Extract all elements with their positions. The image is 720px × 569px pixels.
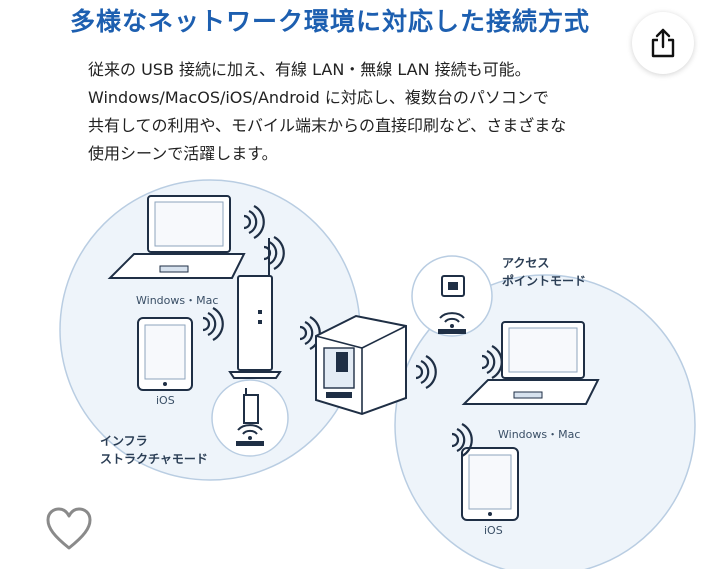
heart-icon <box>46 507 92 550</box>
right-tablet-label: iOS <box>484 524 503 537</box>
access-point-mode-label: アクセス ポイントモード <box>502 254 586 290</box>
description-line: 従来の USB 接続に加え、有線 LAN・無線 LAN 接続も可能。 <box>88 60 531 79</box>
access-point-mode-label-line: アクセス <box>502 256 550 270</box>
access-point-mode-badge <box>411 255 493 337</box>
description-line: 共有しての利用や、モバイル端末からの直接印刷など、さまざまな <box>88 116 567 135</box>
infrastructure-mode-badge <box>211 379 289 457</box>
favorite-button[interactable] <box>44 506 94 552</box>
right-tablet-icon <box>461 447 519 521</box>
infrastructure-mode-label: インフラ ストラクチャモード <box>100 432 208 468</box>
left-tablet-icon <box>137 317 193 391</box>
left-tablet-label: iOS <box>156 394 175 407</box>
share-button[interactable] <box>632 12 694 74</box>
access-point-mode-label-line: ポイントモード <box>502 274 587 288</box>
label-printer-icon <box>315 314 407 416</box>
description-line: Windows/MacOS/iOS/Android に対応し、複数台のパソコンで <box>88 88 549 107</box>
left-laptop-icon <box>107 195 246 279</box>
left-laptop-label: Windows・Mac <box>136 294 219 307</box>
infrastructure-mode-label-line: ストラクチャモード <box>100 452 208 466</box>
router-icon <box>228 238 282 379</box>
right-laptop-icon <box>461 321 600 405</box>
page-title: 多様なネットワーク環境に対応した接続方式 <box>70 7 591 36</box>
description: 従来の USB 接続に加え、有線 LAN・無線 LAN 接続も可能。 Windo… <box>88 56 648 168</box>
right-laptop-label: Windows・Mac <box>498 428 581 441</box>
share-icon <box>651 28 675 58</box>
infrastructure-mode-label-line: インフラ <box>100 434 148 448</box>
description-line: 使用シーンで活躍します。 <box>88 144 278 163</box>
